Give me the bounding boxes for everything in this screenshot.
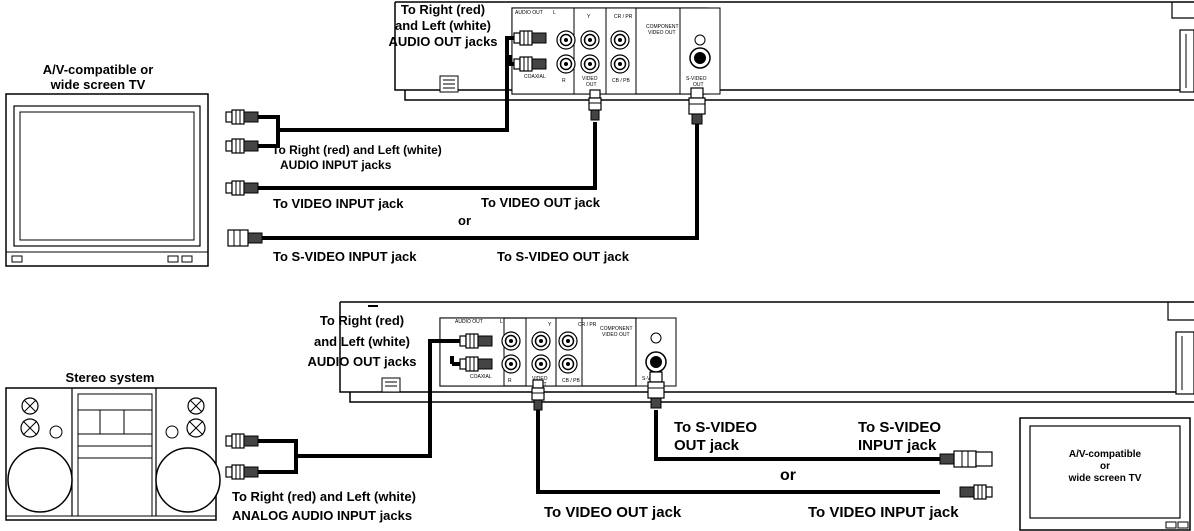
bottom-svideo-out-label-1: To S-VIDEO xyxy=(674,419,757,436)
bottom-audio-out-label-3: AUDIO OUT jacks xyxy=(307,354,416,369)
dvd-player-top: AUDIO OUT L Y CR / PR COMPONENT VIDEO OU… xyxy=(394,1,1194,101)
panel-svideo-label-2: OUT xyxy=(693,82,704,88)
panel-b-video-label-1: VIDEO xyxy=(532,376,548,382)
panel-b-cb-label: CB / PB xyxy=(562,378,580,384)
panel-component-label-2: VIDEO OUT xyxy=(648,30,676,36)
tv-top-title-line2: wide screen TV xyxy=(50,77,146,92)
top-video-input-label: To VIDEO INPUT jack xyxy=(273,196,404,211)
panel-component-label-1: COMPONENT xyxy=(646,24,679,30)
top-video-out-label: To VIDEO OUT jack xyxy=(481,195,601,210)
dvd-player-bottom: AUDIO OUT L Y CR / PR COMPONENT VIDEO OU… xyxy=(339,301,1194,403)
bottom-video-out-label: To VIDEO OUT jack xyxy=(544,504,682,521)
top-audio-out-label-2: and Left (white) xyxy=(395,18,491,33)
bottom-cables xyxy=(258,339,940,494)
bottom-video-input-label: To VIDEO INPUT jack xyxy=(808,504,959,521)
panel-b-audio-out-label: AUDIO OUT xyxy=(455,319,483,325)
top-or-label: or xyxy=(458,213,471,228)
panel-b-cr-label: CR / PR xyxy=(578,322,597,328)
panel-video-label-2: OUT xyxy=(586,82,597,88)
panel-svideo-label-1: S-VIDEO xyxy=(686,76,707,82)
panel-video-label-1: VIDEO xyxy=(582,76,598,82)
panel-l-label: L xyxy=(553,10,556,16)
bottom-svideo-in-label-2: INPUT jack xyxy=(858,437,937,454)
tv-top xyxy=(5,93,209,267)
tv-bottom-label-1: A/V-compatible xyxy=(1069,449,1142,460)
panel-b-l-label: L xyxy=(500,319,503,325)
panel-b-y-label: Y xyxy=(548,322,552,328)
panel-cb-label: CB / PB xyxy=(612,78,630,84)
svideo-plug-tv-bottom xyxy=(939,450,993,468)
top-audio-input-label-2: AUDIO INPUT jacks xyxy=(280,158,392,172)
tv-top-title-line1: A/V-compatible or xyxy=(43,62,154,77)
top-audio-input-label-1: To Right (red) and Left (white) xyxy=(272,143,442,157)
panel-y-label: Y xyxy=(587,14,591,20)
bottom-svideo-in-label-1: To S-VIDEO xyxy=(858,419,941,436)
panel-audio-out-label: AUDIO OUT xyxy=(515,10,543,16)
tv-bottom xyxy=(1019,417,1191,531)
top-audio-out-label-1: To Right (red) xyxy=(401,2,485,17)
panel-b-component-label-2: VIDEO OUT xyxy=(602,332,630,338)
tv-bottom-label-3: wide screen TV xyxy=(1068,473,1142,484)
top-audio-out-label-3: AUDIO OUT jacks xyxy=(388,34,497,49)
tv-bottom-label-2: or xyxy=(1100,461,1110,472)
panel-cr-label: CR / PR xyxy=(614,14,633,20)
panel-coaxial-label: COAXIAL xyxy=(524,74,546,80)
svideo-plug-tv-top xyxy=(227,229,263,247)
panel-b-coaxial-label: COAXIAL xyxy=(470,374,492,380)
panel-b-r-label: R xyxy=(508,378,512,384)
panel-r-label: R xyxy=(562,78,566,84)
top-svideo-input-label: To S-VIDEO INPUT jack xyxy=(273,249,417,264)
bottom-analog-label-2: ANALOG AUDIO INPUT jacks xyxy=(232,508,412,523)
bottom-audio-out-label-1: To Right (red) xyxy=(320,313,404,328)
bottom-or-label: or xyxy=(780,467,796,484)
top-svideo-out-label: To S-VIDEO OUT jack xyxy=(497,249,630,264)
stereo-system-title: Stereo system xyxy=(66,370,155,385)
panel-b-component-label-1: COMPONENT xyxy=(600,326,633,332)
bottom-svideo-out-label-2: OUT jack xyxy=(674,437,740,454)
stereo-system xyxy=(5,387,221,521)
bottom-analog-label-1: To Right (red) and Left (white) xyxy=(232,489,416,504)
bottom-audio-out-label-2: and Left (white) xyxy=(314,334,410,349)
